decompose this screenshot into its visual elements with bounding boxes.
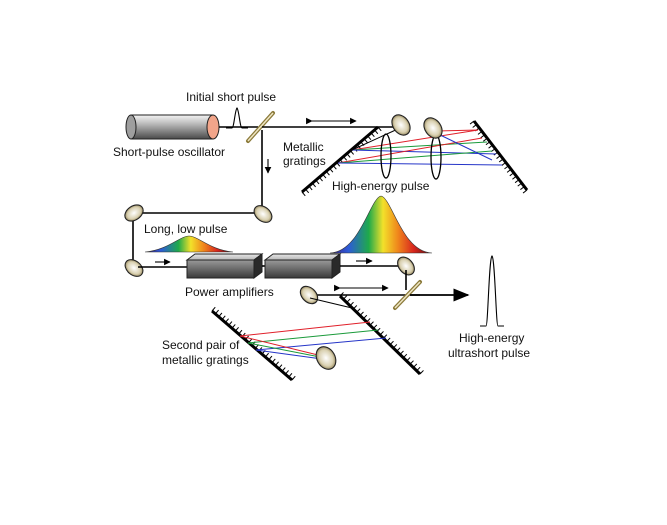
label-second-pair-of: Second pair of [162, 338, 240, 352]
label-gratings: gratings [283, 154, 326, 168]
label-short-pulse-oscillator: Short-pulse oscillator [113, 145, 225, 159]
mirror-stretcher-1 [391, 114, 411, 136]
short-pulse-oscillator [125, 114, 220, 140]
compressor-gratings [211, 292, 424, 382]
ultrashort-pulse-icon [480, 255, 504, 327]
oscillator-output-face [206, 114, 220, 140]
lens-1 [380, 133, 392, 179]
power-amplifier-1 [185, 253, 264, 279]
label-initial-short-pulse: Initial short pulse [186, 90, 276, 104]
compressor-rays [239, 297, 387, 360]
mirror-upper-right [253, 205, 273, 223]
label-high-energy-pulse: High-energy pulse [332, 179, 430, 193]
high-energy-pulse-spectrum [329, 195, 433, 254]
mirror-compressor-end [315, 346, 337, 370]
mirror-upper-left [124, 204, 144, 222]
mirror-stretcher-2 [423, 117, 443, 139]
label-long-low-pulse: Long, low pulse [144, 222, 228, 236]
lens-2 [430, 134, 442, 180]
label-metallic: Metallic [283, 140, 324, 154]
mirror-compressor-top [299, 285, 319, 305]
label-high-energy: High-energy [459, 331, 524, 345]
mirror-after-amplifiers [397, 256, 415, 276]
stretcher-rays [337, 127, 503, 166]
power-amplifier-2 [263, 253, 342, 279]
initial-short-pulse-icon [226, 107, 248, 129]
label-metallic-gratings: metallic gratings [162, 353, 249, 367]
mirror-lower-left [124, 259, 144, 277]
label-ultrashort-pulse: ultrashort pulse [448, 346, 530, 360]
label-power-amplifiers: Power amplifiers [185, 285, 274, 299]
long-low-pulse-spectrum [144, 235, 234, 253]
